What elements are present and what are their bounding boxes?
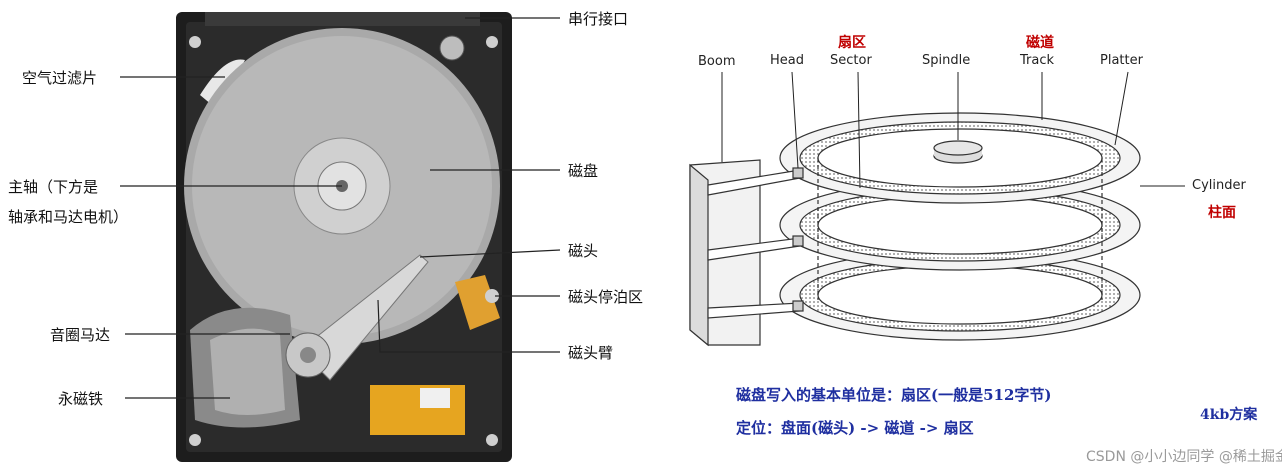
label-track: Track	[1020, 53, 1055, 68]
label-magnet: 永磁铁	[58, 390, 104, 408]
label-sticker	[420, 388, 450, 408]
label-platter-en: Platter	[1100, 53, 1143, 68]
label-track-cn: 磁道	[1026, 35, 1054, 51]
screw-hole	[189, 36, 201, 48]
head-middle	[792, 235, 804, 247]
air-filter	[200, 59, 245, 105]
hdd-leader-lines	[120, 17, 561, 399]
label-air-filter: 空气过滤片	[22, 69, 98, 87]
label-spindle-line1: 主轴（下方是	[8, 178, 99, 196]
label-head: 磁头	[568, 242, 599, 260]
spindle-top	[933, 140, 983, 156]
note-4kb-scheme: 4kb方案	[1200, 407, 1258, 423]
diagram-leader-lines	[721, 71, 1185, 189]
label-spindle-en: Spindle	[922, 53, 971, 68]
watermark: CSDN @小小边同学 @稀土掘金技术社区	[1086, 449, 1282, 465]
label-head-en: Head	[770, 53, 804, 68]
head-top	[792, 167, 804, 179]
label-cylinder: Cylinder	[1192, 178, 1246, 193]
head-park-ramp	[455, 275, 500, 330]
label-sector: Sector	[830, 53, 872, 68]
label-spindle-line2: 轴承和马达电机）	[8, 208, 129, 226]
note-locate-order: 定位：盘面(磁头) -> 磁道 -> 扇区	[736, 419, 974, 437]
park-screw	[485, 289, 499, 303]
serial-connector	[205, 12, 480, 26]
screw-hole	[189, 434, 201, 446]
voice-coil	[210, 328, 285, 415]
arm-pivot-center	[300, 347, 316, 363]
screw-hole	[486, 434, 498, 446]
label-boom: Boom	[698, 54, 736, 69]
label-platter: 磁盘	[568, 162, 599, 180]
top-screw	[439, 35, 465, 61]
label-head-park: 磁头停泊区	[568, 288, 644, 306]
screw-hole	[486, 36, 498, 48]
note-write-unit: 磁盘写入的基本单位是：扇区(一般是512字节)	[736, 386, 1052, 404]
platter-middle-inner	[817, 195, 1103, 255]
label-voice-coil: 音圈马达	[50, 326, 111, 344]
label-serial-port: 串行接口	[568, 10, 629, 28]
label-sector-cn: 扇区	[838, 35, 866, 51]
boom-side	[689, 163, 709, 347]
label-cylinder-cn: 柱面	[1208, 205, 1236, 221]
label-head-arm: 磁头臂	[568, 344, 614, 362]
head-bottom	[792, 300, 804, 312]
platter-bottom-inner	[817, 265, 1103, 325]
